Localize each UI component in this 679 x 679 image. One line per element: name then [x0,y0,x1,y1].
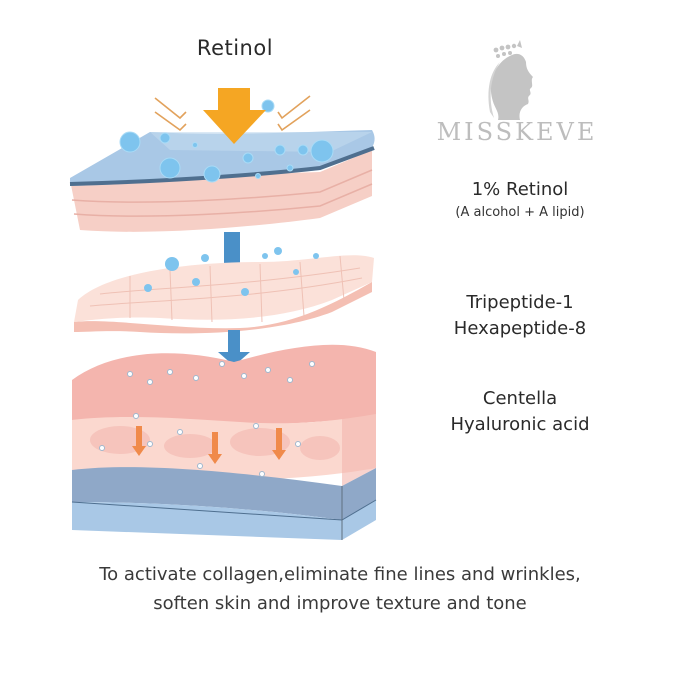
peptide-label: Tripeptide-1 Hexapeptide-8 [420,290,620,342]
retinol-sublabel: (A alcohol + A lipid) [455,205,585,220]
caption-line-2: soften skin and improve texture and tone [153,593,527,614]
caption-line-1: To activate collagen,eliminate fine line… [99,564,581,585]
hydration-line-2: Hyaluronic acid [450,414,590,435]
peptide-line-2: Hexapeptide-8 [453,318,587,339]
retinol-label: 1% Retinol (A alcohol + A lipid) [420,177,620,223]
hydration-label: Centella Hyaluronic acid [420,386,620,438]
benefit-caption: To activate collagen,eliminate fine line… [40,560,640,618]
brand-name: MISSKEVE [436,118,598,146]
peptide-line-1: Tripeptide-1 [466,292,574,313]
hydration-line-1: Centella [482,388,558,409]
diagram-title: Retinol [196,36,274,60]
retinol-percent: 1% Retinol [471,179,569,200]
